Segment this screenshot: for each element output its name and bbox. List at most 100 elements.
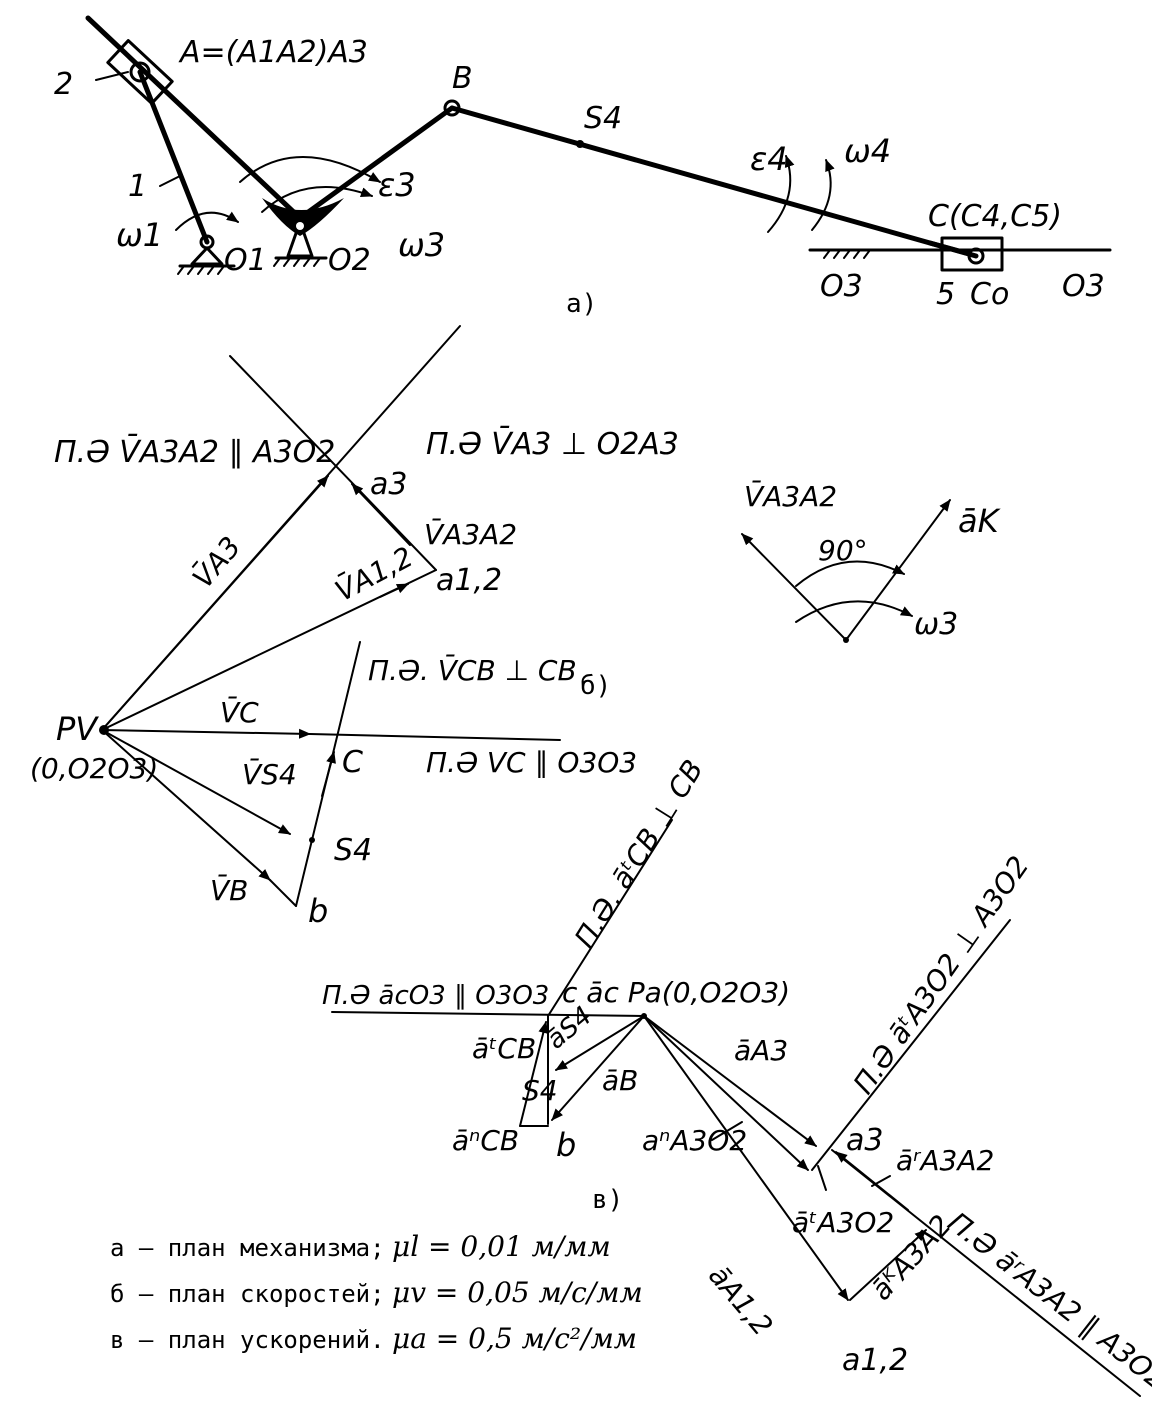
label-aa12: āA1,2 (702, 1259, 779, 1342)
label-as4: āS4 (541, 1001, 598, 1055)
caption-b: б) (580, 671, 611, 701)
guide-o3-hatch (823, 249, 871, 259)
vec-as4 (555, 1015, 645, 1071)
label-cv: C (342, 745, 363, 780)
line-aa3o2-t-dir (811, 919, 1011, 1171)
vec-aa3a2-r (835, 1151, 909, 1211)
label-aa3o2-n: aⁿA3O2 (642, 1124, 747, 1157)
vec-vcb-arrow (321, 751, 336, 797)
support-o1 (190, 246, 224, 266)
hub-o2 (262, 198, 344, 236)
vec-aa3o2-n (643, 1015, 809, 1171)
label-o3-left: O3 (820, 269, 863, 304)
vec-vb (101, 729, 271, 881)
joint-a (129, 61, 151, 83)
support-o2 (286, 220, 314, 258)
label-c: C(C4,C5) (928, 199, 1062, 234)
vec-va3a2 (351, 483, 411, 546)
omega4-arc (811, 159, 835, 231)
label-line-aco3: П.Ә ācO3 ∥ O3O3 (322, 981, 549, 1011)
velocity-plan: П.Ә V̄A3A2 ∥ A3O2 П.Ә V̄A3 ⊥ O2A3 a3 V̄A… (30, 325, 679, 930)
label-vs4: V̄S4 (242, 757, 297, 791)
label-c-ac-pa: c āc Pa(0,O2O3) (562, 976, 790, 1009)
label-a12v: a1,2 (436, 563, 502, 598)
joint-o2 (296, 222, 304, 230)
coriolis-origin (843, 637, 849, 643)
label-line-vcb: П.Ә. V̄CB ⊥ CB (368, 653, 577, 687)
line-vc-dir (309, 733, 561, 741)
ground-o2-hatch (273, 257, 321, 267)
label-s4: S4 (584, 101, 622, 136)
label-aa3a2-r: āʳA3A2 (896, 1144, 994, 1177)
caption-a: а) (566, 289, 597, 319)
pointer-aa3o2-t (817, 1165, 827, 1191)
label-aa3o2-t: āᵗA3O2 (792, 1206, 894, 1239)
vec-aa3a2-k (849, 1229, 927, 1301)
label-b: B (452, 61, 473, 96)
label-2: 2 (54, 67, 73, 102)
link-3-lower (297, 105, 455, 221)
label-acb-t: āᵗCB (472, 1032, 536, 1065)
label-omega1: ω1 (116, 216, 163, 254)
legend-row-v-scale: μa = 0,5 м/с²/мм (392, 1322, 637, 1355)
pointer-1 (159, 175, 181, 187)
vec-va12-arrow (379, 583, 409, 598)
label-a12a: a1,2 (842, 1343, 908, 1378)
legend-row-b-scale: μv = 0,05 м/с/мм (392, 1276, 643, 1309)
label-o1: O1 (224, 243, 267, 278)
label-line-vc: П.Ә VC ∥ O3O3 (426, 746, 637, 779)
link-4 (449, 105, 979, 259)
label-line-aa3a2-r: П.Ә āʳA3A2 ∥ A3O2 (942, 1206, 1152, 1397)
vec-vc (101, 728, 311, 739)
point-s4v (309, 837, 315, 843)
link-4-end (927, 240, 973, 257)
label-vb: V̄B (210, 873, 248, 907)
label-coriolis-omega3: ω3 (914, 607, 958, 642)
label-s4v: S4 (334, 833, 372, 868)
label-coriolis-ak: āK (958, 502, 1002, 540)
label-acb-n: āⁿCB (452, 1124, 519, 1157)
label-line-acb-t: П.Ә. āᵗCB ⊥ CB (568, 754, 710, 954)
label-va3: V̄A3 (185, 530, 247, 595)
eps3-arc (261, 186, 373, 213)
label-ba: b (556, 1126, 576, 1164)
vec-aa12 (643, 1015, 849, 1301)
point-pa (641, 1013, 647, 1019)
label-omega3: ω3 (398, 226, 445, 264)
line-aco3-dir (331, 1011, 645, 1017)
coriolis-sketch: V̄A3A2 90° āK ω3 (741, 479, 1002, 643)
line-acb-t-dir (547, 819, 673, 1017)
label-line-aa3o2-t: П.Ә āᵗA3O2 ⊥ A3O2 (847, 850, 1036, 1100)
label-s4a: S4 (522, 1074, 558, 1107)
label-va12: V̄A1,2 (329, 539, 418, 608)
caption-v: в) (592, 1185, 623, 1215)
omega1-arc (175, 211, 239, 231)
ground-o1-hatch (177, 265, 225, 275)
pointer-2 (95, 71, 129, 81)
label-o2: O2 (328, 243, 371, 278)
label-1: 1 (128, 169, 147, 204)
label-coriolis-v: V̄A3A2 (744, 479, 837, 513)
vec-aa3 (643, 1015, 817, 1147)
link-3-upper (85, 15, 303, 221)
label-line-va3a2: П.Ә V̄A3A2 ∥ A3O2 (54, 434, 335, 470)
label-line-va3: П.Ә V̄A3 ⊥ O2A3 (426, 426, 679, 462)
label-ab: āB (602, 1064, 638, 1097)
arc-omega3 (795, 600, 913, 623)
mechanism-plan: A=(A1A2)A3 2 1 ω1 O1 O2 ω3 ε3 B S4 ε4 ω4… (54, 15, 1112, 319)
label-a3a: a3 (846, 1123, 883, 1158)
vec-acb-t (519, 1021, 549, 1127)
vec-va3 (101, 475, 329, 731)
legend: а – план механизма; μl = 0,01 м/мм б – п… (110, 1230, 643, 1355)
label-coriolis-90: 90° (818, 534, 868, 567)
omega3-arc (239, 156, 381, 183)
vec-vs4 (101, 729, 291, 835)
point-pv (99, 725, 109, 735)
slider-5 (940, 236, 1004, 272)
label-a: A=(A1A2)A3 (178, 35, 368, 70)
label-va3a2: V̄A3A2 (424, 517, 517, 551)
label-co: Co (970, 277, 1009, 312)
legend-row-v: в – план ускорений. (110, 1326, 385, 1354)
